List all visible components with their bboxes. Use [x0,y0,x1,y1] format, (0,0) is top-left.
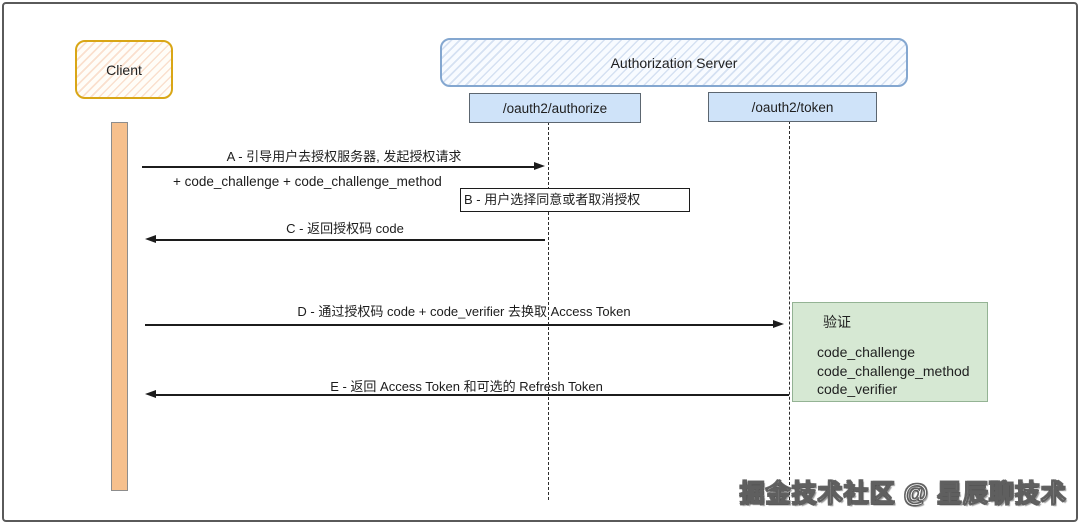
message-a-sublabel: + code_challenge + code_challenge_method [173,174,442,189]
client-actor-label: Client [106,61,142,78]
authorize-endpoint-label: /oauth2/authorize [502,100,608,116]
verification-item-code-verifier: code_verifier [817,381,898,397]
authorize-endpoint-box: /oauth2/authorize [469,93,641,123]
arrow-head-right-icon [534,162,545,170]
token-lifeline [789,121,790,500]
verification-item-code-challenge: code_challenge [817,344,916,360]
client-actor-box: Client [75,40,173,99]
arrow-head-left-icon [145,390,156,398]
verification-item-code-challenge-method: code_challenge_method [817,362,970,379]
arrow-head-left-icon [145,235,156,243]
authorize-lifeline [548,122,549,500]
watermark-text: 掘金技术社区 @ 星辰聊技术 [739,480,1067,509]
token-endpoint-box: /oauth2/token [708,92,877,122]
message-e-arrow-line [156,394,789,396]
message-d-label: D - 通过授权码 code + code_verifier 去换取 Acces… [297,304,631,319]
authorization-server-label: Authorization Server [610,54,738,71]
message-c-label: C - 返回授权码 code [286,221,404,236]
message-a-label: A - 引导用户去授权服务器, 发起授权请求 [226,149,462,164]
message-c-arrow-line [156,239,545,241]
client-activation-bar [111,122,128,491]
verification-box: 验证 code_challenge code_challenge_method … [792,302,988,402]
authorization-server-box: Authorization Server [440,38,908,87]
verification-title: 验证 [823,314,851,330]
message-d-arrow-line [145,324,773,326]
message-e-label: E - 返回 Access Token 和可选的 Refresh Token [330,379,603,394]
token-endpoint-label: /oauth2/token [751,99,834,115]
note-b-box: B - 用户选择同意或者取消授权 [460,188,690,212]
arrow-head-right-icon [773,320,784,328]
message-a-arrow-line [142,166,534,168]
